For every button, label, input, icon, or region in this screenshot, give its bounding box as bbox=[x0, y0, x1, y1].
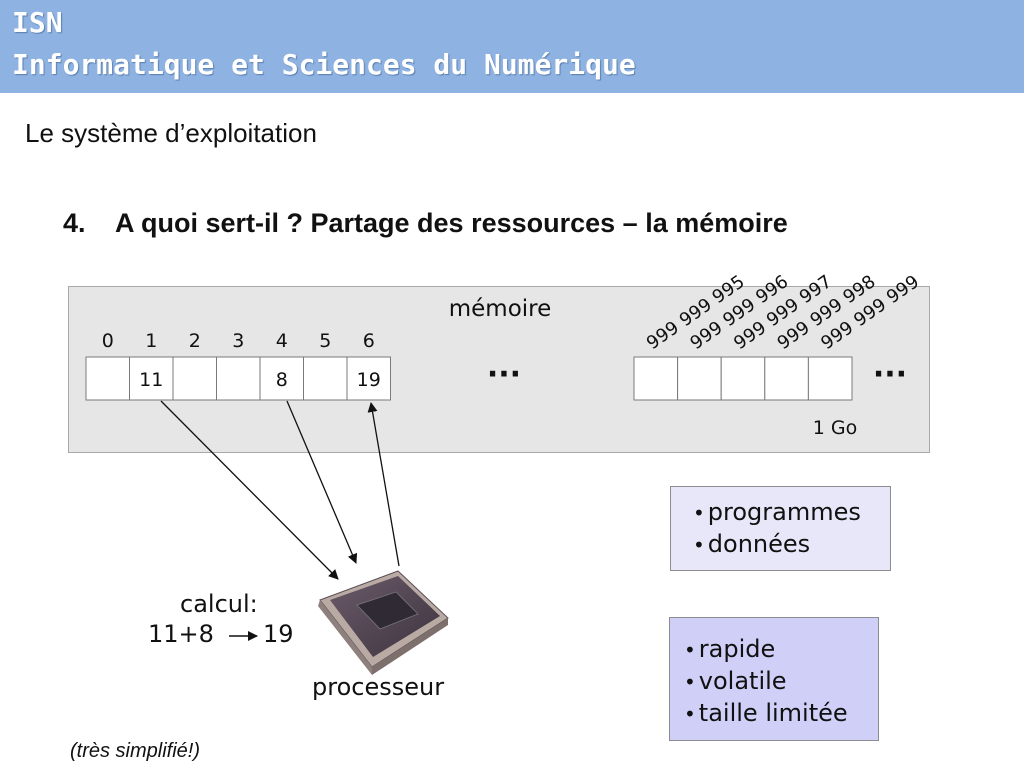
list-item: taille limitée bbox=[684, 698, 878, 730]
memory-cell bbox=[633, 356, 679, 401]
memory-cell bbox=[677, 356, 722, 401]
memory-cell bbox=[303, 356, 348, 401]
memory-cell-value: 11 bbox=[139, 369, 163, 391]
memory-size-label: 1 Go bbox=[813, 417, 857, 439]
list-item: données bbox=[693, 529, 890, 561]
list-item: volatile bbox=[684, 666, 878, 698]
list-item: rapide bbox=[684, 634, 878, 666]
arrow-cell1-to-processor bbox=[160, 400, 339, 580]
memory-address-label: 3 bbox=[232, 330, 244, 352]
section-number: 4. bbox=[63, 208, 86, 238]
memory-cell bbox=[85, 356, 130, 401]
memory-label: mémoire bbox=[449, 296, 552, 322]
memory-cell bbox=[807, 356, 853, 401]
memory-content-box: programmes données bbox=[670, 486, 891, 571]
memory-cell bbox=[172, 356, 217, 401]
memory-cell-value: 8 bbox=[276, 369, 288, 391]
simplification-note: (très simplifié!) bbox=[70, 740, 201, 762]
memory-cell bbox=[216, 356, 261, 401]
memory-cell-value: 19 bbox=[357, 369, 381, 391]
slide-subtitle: Le système d’exploitation bbox=[25, 118, 317, 148]
memory-cell bbox=[764, 356, 809, 401]
memory-cell bbox=[720, 356, 766, 401]
calc-expression: 11+8 bbox=[148, 620, 214, 648]
header-subtitle: Informatique et Sciences du Numérique bbox=[12, 48, 636, 81]
calc-label: calcul: bbox=[180, 590, 258, 618]
memory-address-label: 5 bbox=[319, 330, 331, 352]
calc-result: 19 bbox=[263, 620, 294, 648]
ellipsis-end: ··· bbox=[873, 357, 907, 392]
arrow-processor-to-cell6 bbox=[367, 402, 400, 567]
list-item: programmes bbox=[693, 497, 890, 529]
header-banner: ISN Informatique et Sciences du Numériqu… bbox=[0, 0, 1024, 93]
memory-address-label: 1 bbox=[145, 330, 157, 352]
ellipsis-middle: ··· bbox=[487, 357, 521, 392]
memory-properties-box: rapide volatile taille limitée bbox=[669, 617, 879, 741]
memory-address-label: 4 bbox=[276, 330, 288, 352]
memory-address-label: 6 bbox=[363, 330, 375, 352]
memory-cell bbox=[129, 356, 174, 401]
section-heading: 4. A quoi sert-il ? Partage des ressource… bbox=[63, 208, 788, 239]
processor-label: processeur bbox=[312, 673, 445, 701]
memory-address-label: 0 bbox=[102, 330, 114, 352]
processor-chip bbox=[318, 570, 449, 675]
memory-address-label: 2 bbox=[189, 330, 201, 352]
memory-cell bbox=[346, 356, 391, 401]
header-title: ISN bbox=[12, 6, 63, 39]
arrow-cell4-to-processor bbox=[286, 400, 358, 564]
section-title: A quoi sert-il ? Partage des ressources … bbox=[115, 208, 788, 238]
